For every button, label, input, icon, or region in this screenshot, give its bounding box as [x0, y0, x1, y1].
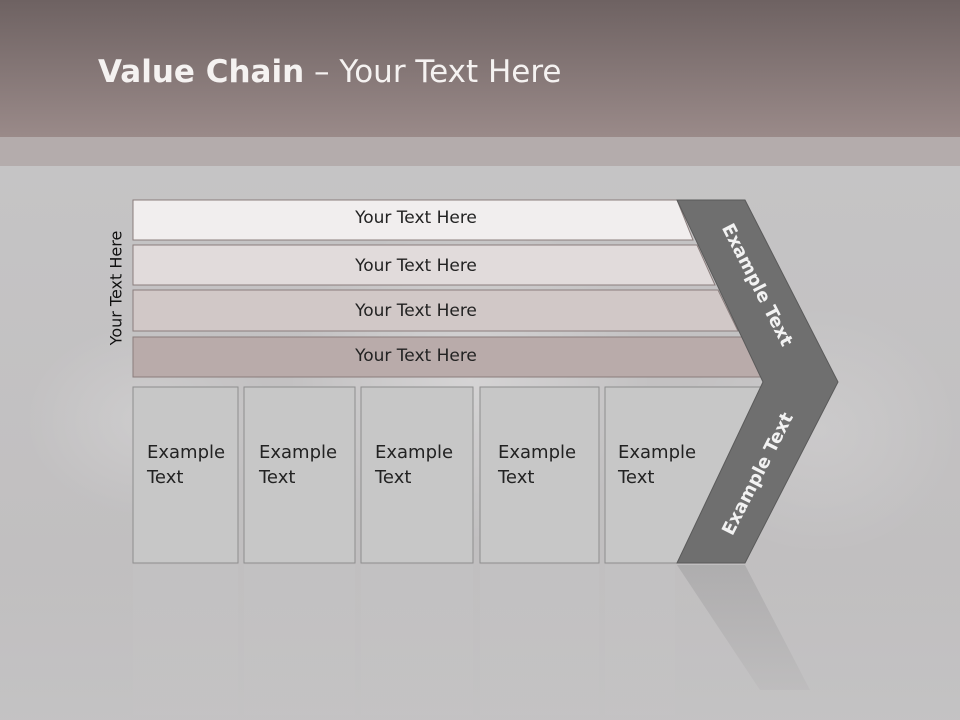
row-3-label: Your Text Here	[355, 301, 477, 321]
row-1-shape	[132, 199, 694, 241]
column-1-line2: Text	[147, 467, 184, 488]
title-bold: Value Chain	[98, 54, 305, 90]
header-band	[0, 137, 960, 166]
column-4-line2: Text	[498, 467, 535, 488]
row-3-shape	[132, 289, 739, 332]
column-3-line2: Text	[375, 467, 412, 488]
column-2-line2: Text	[259, 467, 296, 488]
header-bar	[0, 0, 960, 137]
column-4-line1: Example	[498, 442, 577, 463]
row-1-label: Your Text Here	[355, 208, 477, 228]
row-2-shape	[132, 244, 716, 286]
column-2-line1: Example	[259, 442, 338, 463]
title-rest: – Your Text Here	[304, 54, 562, 90]
chevron-reflection	[677, 565, 810, 690]
column-4-shape	[479, 386, 600, 564]
column-1-line1: Example	[147, 442, 226, 463]
page-title: Value Chain – Your Text Here	[98, 54, 561, 94]
column-5-line1: Example	[618, 442, 697, 463]
row-2-label: Your Text Here	[355, 256, 477, 276]
column-5-line2: Text	[618, 467, 655, 488]
column-3-line1: Example	[375, 442, 454, 463]
column-1-shape	[132, 386, 239, 564]
column-2-shape	[243, 386, 356, 564]
row-4-label: Your Text Here	[355, 346, 477, 366]
column-3-shape	[360, 386, 474, 564]
